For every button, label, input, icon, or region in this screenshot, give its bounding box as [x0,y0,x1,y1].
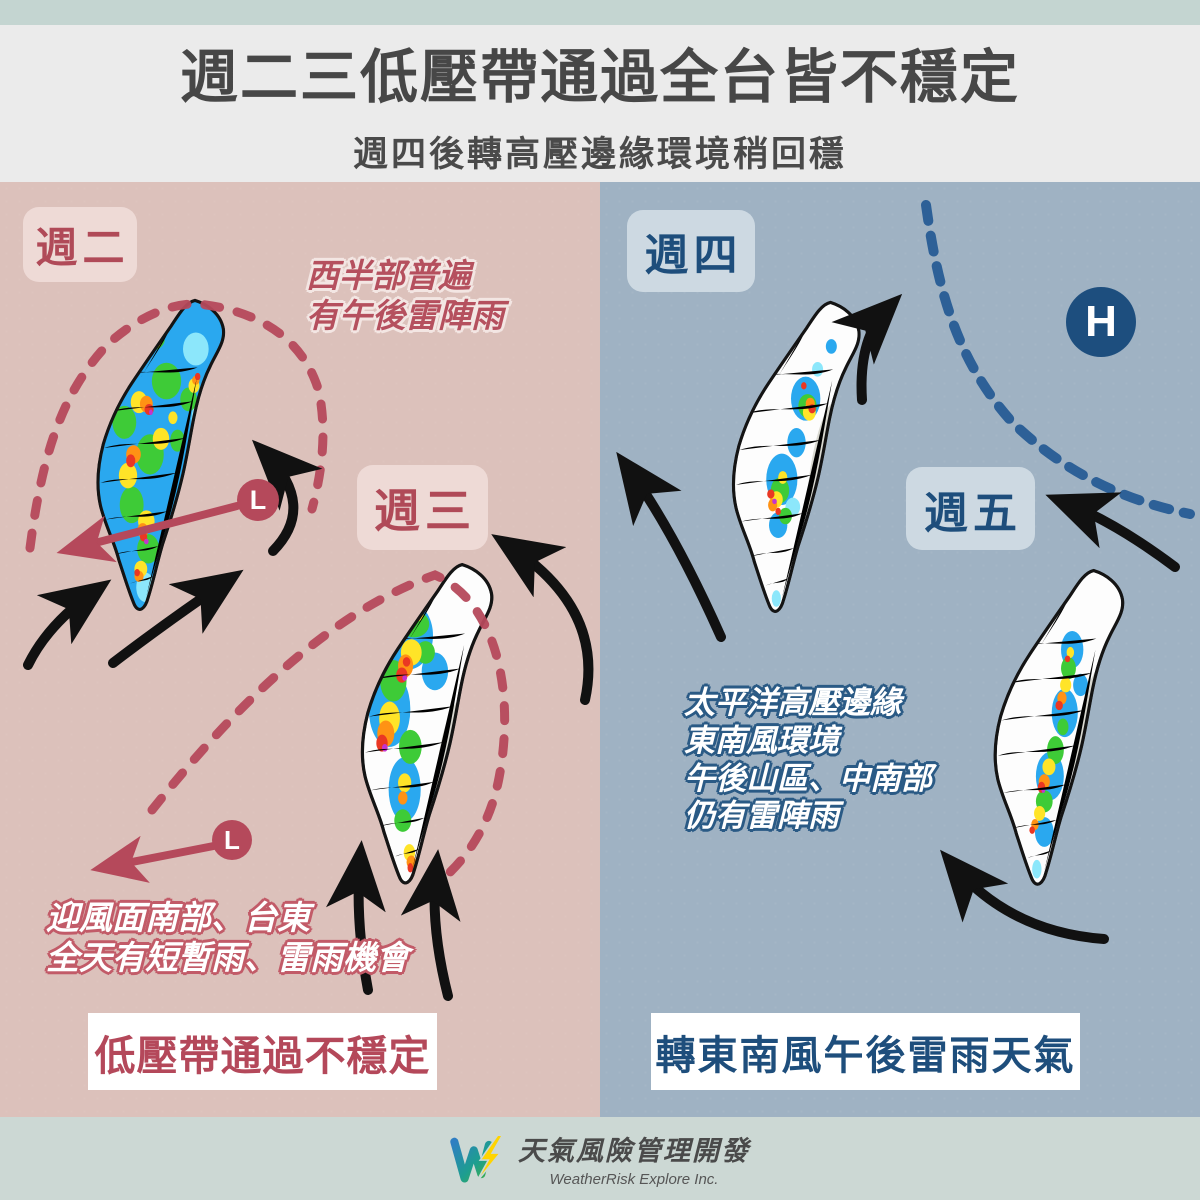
thursday-rain-map [731,300,861,613]
footer-brand-en: WeatherRisk Explore Inc. [549,1171,719,1188]
high-pressure-icon: H [1066,287,1136,357]
summary-label-left: 低壓帶通過不穩定 [88,1013,437,1090]
annotation-line: 西半部普遍 [306,257,471,294]
summary-label-right-text: 轉東南風午後雷雨天氣 [655,1033,1076,1078]
day-badge-wednesday-label: 週三 [374,484,476,537]
page-title: 週二三低壓帶通過全台皆不穩定 [179,45,1020,110]
header: 週二三低壓帶通過全台皆不穩定 週四後轉高壓邊緣環境稍回穩 [0,25,1200,182]
annotation-line: 午後山區、中南部 [684,760,932,796]
wednesday-rain-map [360,563,494,885]
day-badge-wednesday: 週三 [357,465,488,550]
day-badge-friday: 週五 [906,467,1035,550]
low-pressure-letter: L [249,484,267,515]
low-pressure-letter: L [224,824,240,855]
day-badge-friday-label: 週五 [924,488,1022,538]
annotation-windward-rain: 迎風面南部、台東 全天有短暫雨、雷雨機會 [46,898,409,977]
weatherrisk-logo-icon [450,1133,504,1183]
annotation-line: 有午後雷陣雨 [306,296,504,334]
annotation-line: 太平洋高壓邊緣 [684,685,901,720]
annotation-line: 仍有雷陣雨 [684,798,839,834]
top-accent-strip [0,0,1200,25]
annotation-line: 全天有短暫雨、雷雨機會 [46,938,409,976]
annotation-pacific-high: 太平洋高壓邊緣 東南風環境 午後山區、中南部 仍有雷陣雨 [684,684,932,835]
day-badge-thursday-label: 週四 [644,231,743,280]
footer: 天氣風險管理開發 WeatherRisk Explore Inc. [0,1117,1200,1200]
page-subtitle: 週四後轉高壓邊緣環境稍回穩 [352,135,847,174]
annotation-line: 東南風環境 [684,722,839,758]
annotation-line: 迎風面南部、台東 [46,899,310,936]
footer-brand: 天氣風險管理開發 WeatherRisk Explore Inc. [518,1129,750,1188]
summary-label-right: 轉東南風午後雷雨天氣 [651,1013,1080,1090]
footer-brand-zh: 天氣風險管理開發 [518,1136,750,1166]
low-pressure-icon: L [212,820,252,860]
low-pressure-icon: L [237,479,279,521]
day-badge-tuesday-label: 週二 [35,224,130,271]
summary-label-left-text: 低壓帶通過不穩定 [94,1032,431,1079]
high-pressure-letter: H [1085,297,1117,346]
day-badge-thursday: 週四 [627,210,755,292]
friday-rain-map [993,568,1125,886]
annotation-west-thunderstorms: 西半部普遍 有午後雷陣雨 [306,256,504,335]
day-badge-tuesday: 週二 [23,207,137,282]
tuesday-rain-map [96,298,226,611]
